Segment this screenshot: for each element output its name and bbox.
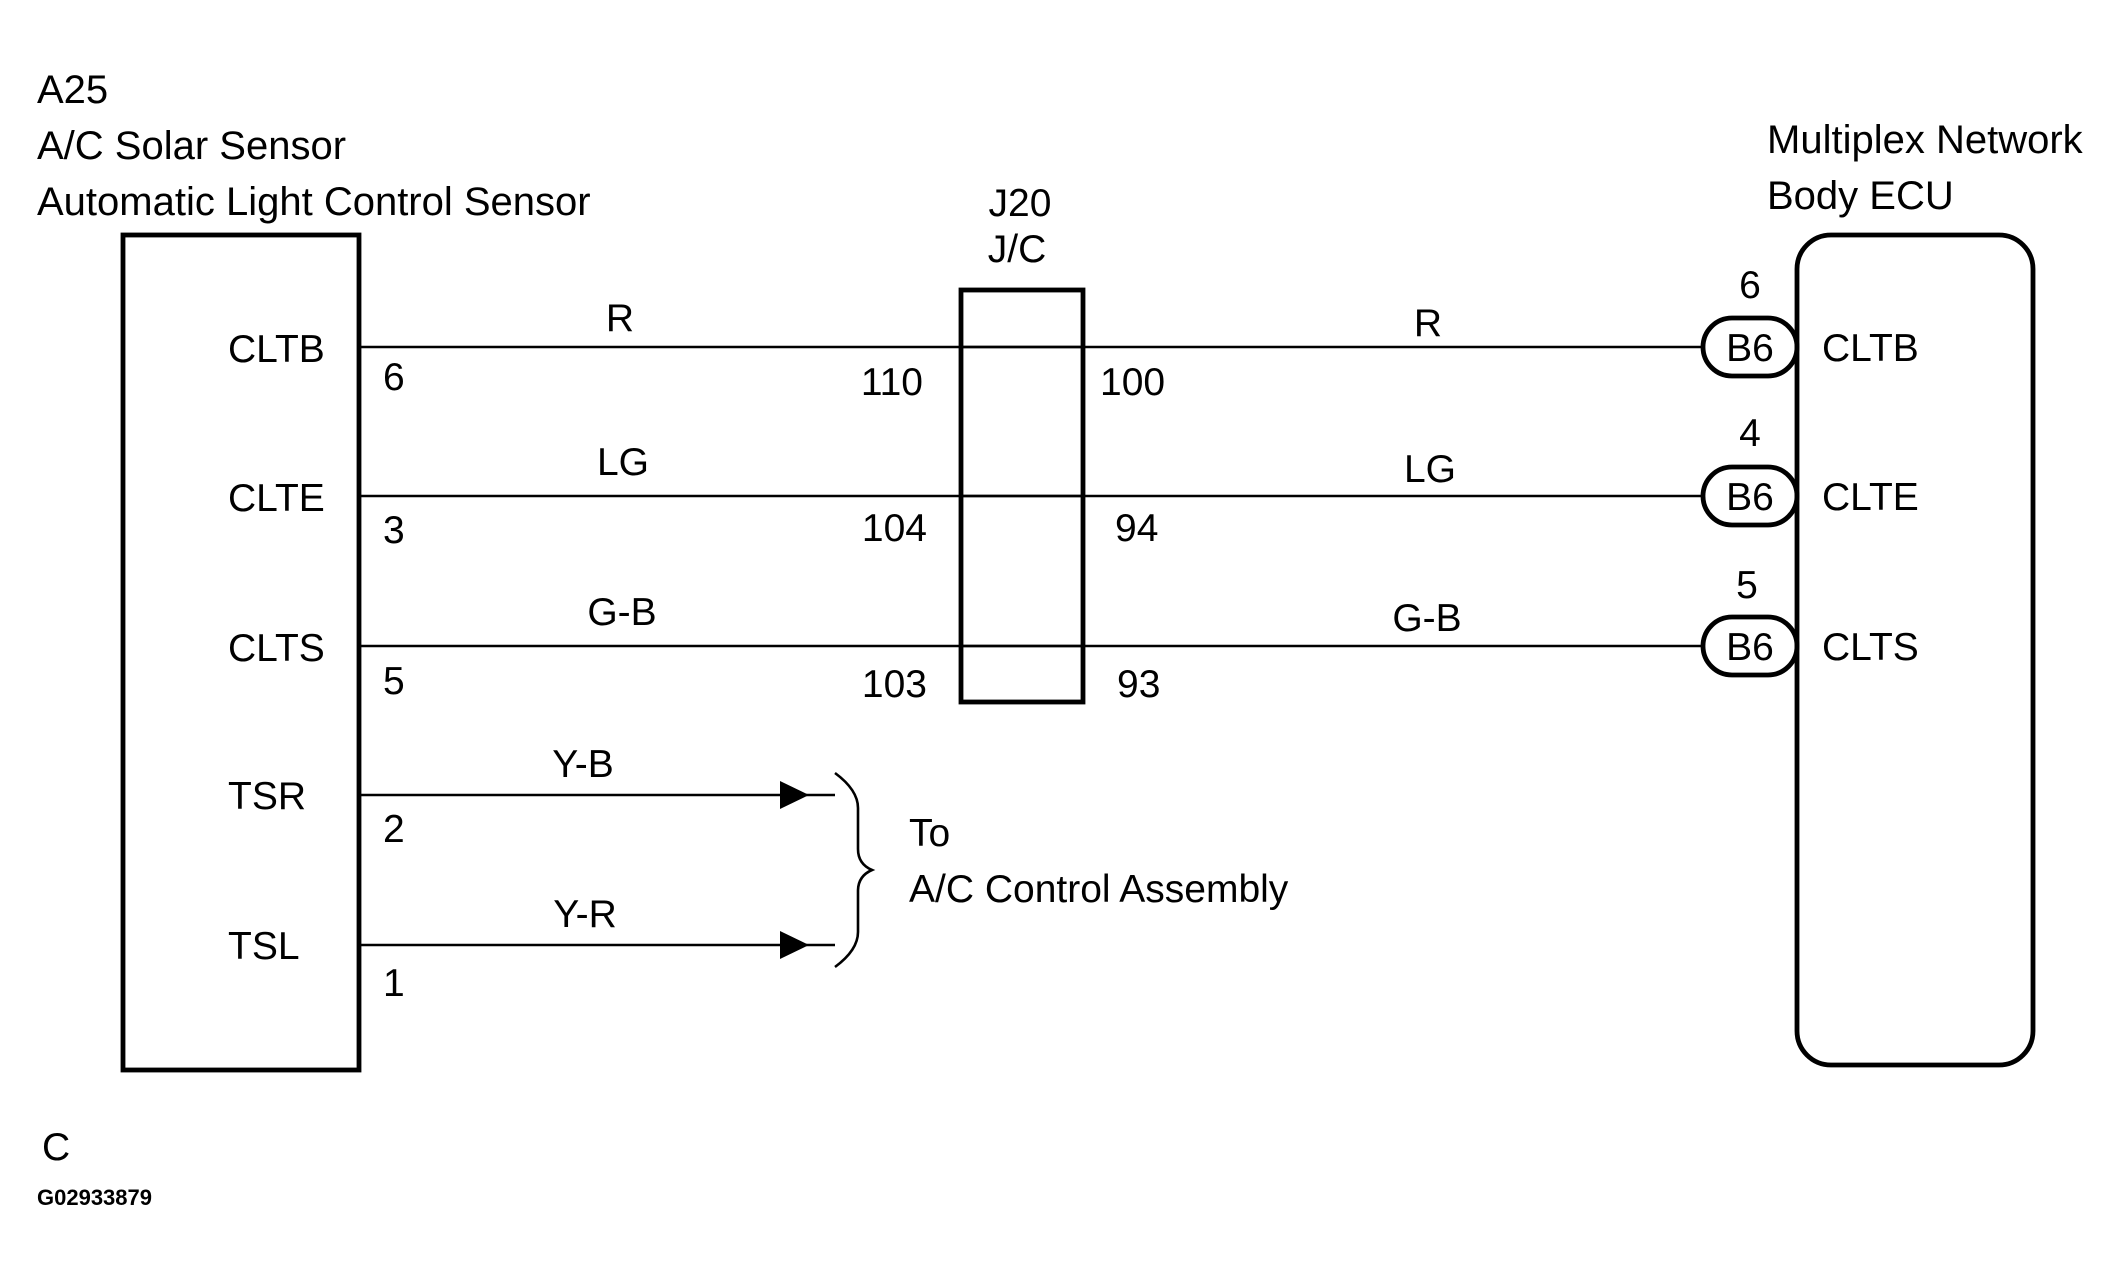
junction-pin-out-2: 94 bbox=[1115, 507, 1158, 550]
ecu-connector-clts bbox=[1700, 614, 1800, 678]
ecu-connector-clte bbox=[1700, 464, 1800, 528]
destination-line1: To bbox=[909, 812, 950, 855]
sensor-terminal-tsr: TSR bbox=[228, 775, 306, 818]
wire-color-left-clts: G-B bbox=[587, 591, 656, 634]
figure-id: G02933879 bbox=[37, 1185, 152, 1210]
ecu-pin-cltb: 6 bbox=[1739, 264, 1761, 307]
junction-code: J20 bbox=[989, 182, 1052, 225]
arrow-tsl-icon bbox=[780, 931, 809, 959]
brace-icon bbox=[834, 771, 876, 969]
ecu-terminal-cltb: CLTB bbox=[1822, 327, 1919, 370]
junction-pin-in-3: 103 bbox=[862, 663, 927, 706]
junction-name: J/C bbox=[988, 228, 1047, 271]
junction-pin-out-3: 93 bbox=[1117, 663, 1160, 706]
ecu-connector-label-clte: B6 bbox=[1726, 476, 1774, 519]
ecu-name-line2: Body ECU bbox=[1767, 174, 1954, 218]
wire-color-right-clte: LG bbox=[1404, 448, 1456, 491]
wire-color-left-clte: LG bbox=[597, 441, 649, 484]
ecu-connector-cltb bbox=[1700, 315, 1800, 379]
wire-color-left-tsr: Y-B bbox=[552, 743, 613, 786]
junction-pin-in-2: 104 bbox=[862, 507, 927, 550]
ecu-connector-label-cltb: B6 bbox=[1726, 327, 1774, 370]
footer-letter: C bbox=[42, 1126, 70, 1169]
sensor-terminal-clte: CLTE bbox=[228, 477, 325, 520]
ecu-name-line1: Multiplex Network bbox=[1767, 118, 2084, 162]
junction-pin-in-1: 110 bbox=[861, 361, 923, 404]
arrow-tsr-icon bbox=[780, 781, 809, 809]
sensor-pin-tsr: 2 bbox=[383, 808, 405, 851]
sensor-name-line1: A/C Solar Sensor bbox=[37, 124, 346, 168]
wire-color-right-cltb: R bbox=[1414, 302, 1442, 345]
ecu-connector-label-clts: B6 bbox=[1726, 626, 1774, 669]
sensor-pin-cltb: 6 bbox=[383, 356, 405, 399]
sensor-box bbox=[120, 232, 362, 1073]
ecu-terminal-clte: CLTE bbox=[1822, 476, 1919, 519]
ecu-pin-clts: 5 bbox=[1736, 564, 1758, 607]
wire-color-left-tsl: Y-R bbox=[553, 893, 617, 936]
sensor-name-line2: Automatic Light Control Sensor bbox=[37, 180, 591, 224]
ecu-pin-clte: 4 bbox=[1739, 412, 1761, 455]
sensor-pin-clte: 3 bbox=[383, 509, 405, 552]
sensor-terminal-tsl: TSL bbox=[228, 925, 300, 968]
ecu-terminal-clts: CLTS bbox=[1822, 626, 1919, 669]
junction-pin-out-1: 100 bbox=[1100, 361, 1165, 404]
sensor-terminal-cltb: CLTB bbox=[228, 328, 325, 371]
sensor-code: A25 bbox=[37, 68, 108, 112]
sensor-pin-clts: 5 bbox=[383, 660, 405, 703]
sensor-pin-tsl: 1 bbox=[383, 962, 405, 1005]
sensor-terminal-clts: CLTS bbox=[228, 627, 325, 670]
wire-color-right-clts: G-B bbox=[1392, 597, 1461, 640]
wire-color-left-cltb: R bbox=[606, 297, 634, 340]
destination-line2: A/C Control Assembly bbox=[909, 868, 1289, 911]
